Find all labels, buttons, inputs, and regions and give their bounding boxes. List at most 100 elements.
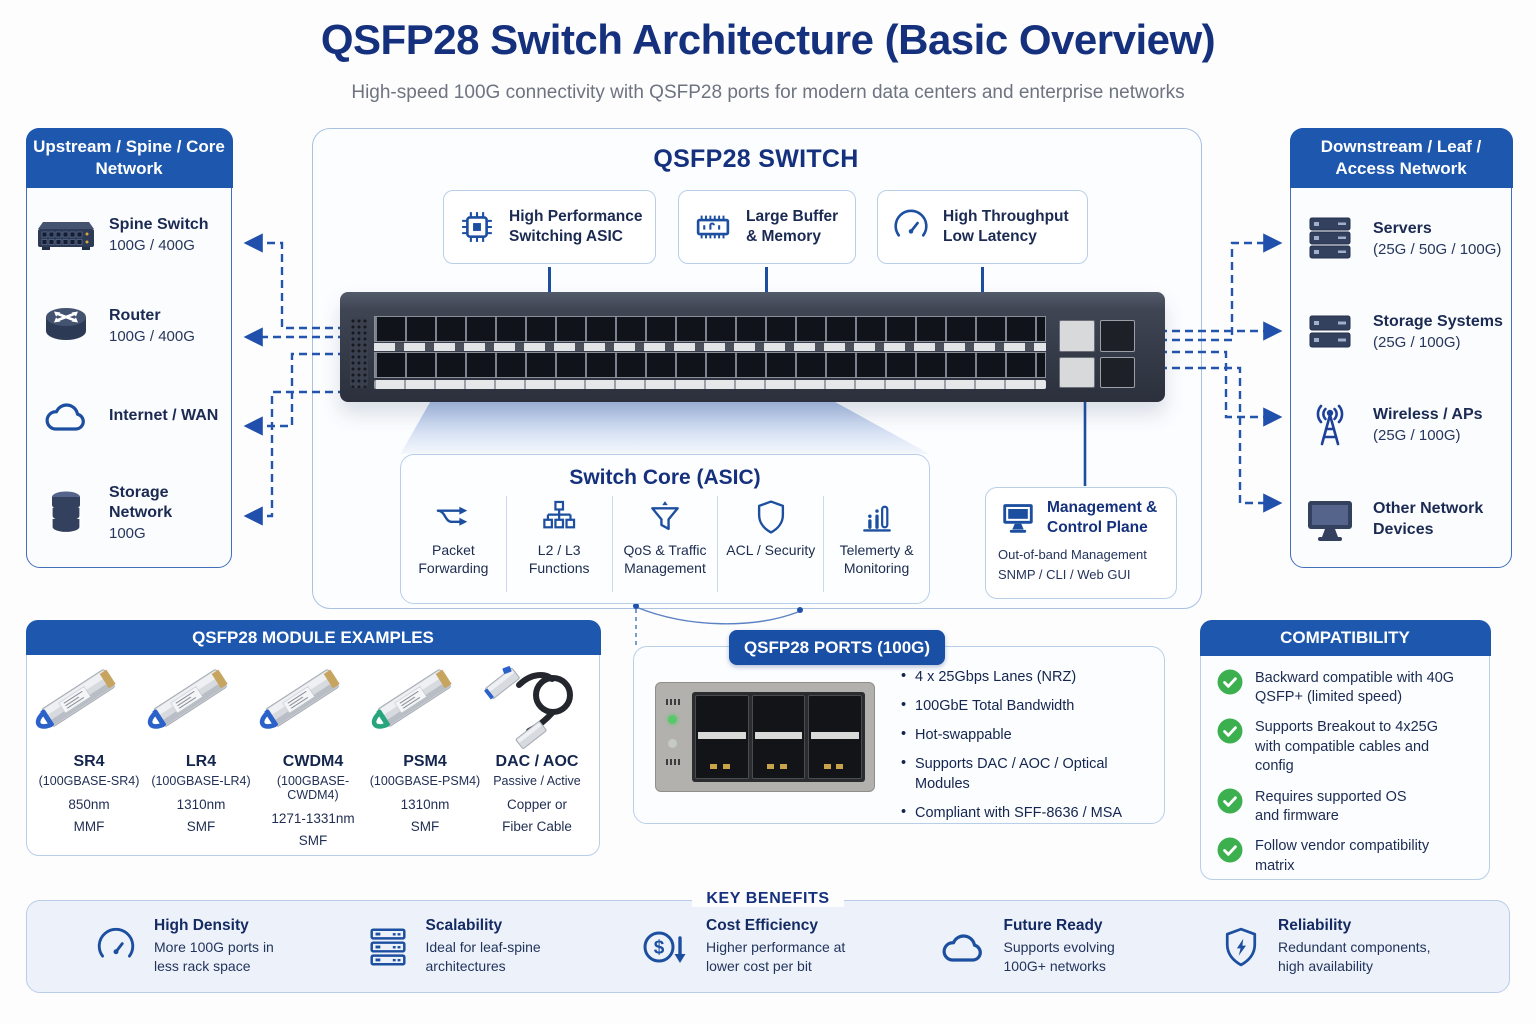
upstream-panel-title: Upstream / Spine / Core Network: [25, 127, 233, 189]
ports-bullet-list: 4 x 25Gbps Lanes (NRZ) 100GbE Total Band…: [900, 667, 1162, 833]
port-label-strip: [374, 343, 1046, 351]
device-subtitle: (25G / 50G / 100G): [1373, 240, 1502, 258]
gauge-icon: [890, 206, 932, 248]
ports-bullet: 100GbE Total Bandwidth: [900, 696, 1162, 717]
compatibility-item: Follow vendor compatibility matrix: [1217, 837, 1475, 876]
sfp-port: [1099, 356, 1135, 388]
feature-throughput-latency: High Throughput Low Latency: [877, 190, 1088, 264]
list-item: Other Network Devices: [1297, 496, 1505, 544]
module-sr4: SR4 (100GBASE-SR4) 850nm MMF: [33, 659, 145, 848]
page-subtitle: High-speed 100G connectivity with QSFP28…: [351, 82, 1185, 103]
key-benefits-title: KEY BENEFITS: [0, 890, 1536, 908]
mgmt-sub-line: SNMP / CLI / Web GUI: [998, 566, 1131, 582]
desktop-icon: [1297, 496, 1363, 544]
list-item: Storage Systems (25G / 100G): [1297, 310, 1505, 354]
module-psm4: PSM4 (100GBASE-PSM4) 1310nm SMF: [369, 659, 481, 848]
racks-icon: [365, 924, 411, 970]
check-icon: [1217, 837, 1243, 863]
device-subtitle: 100G: [109, 525, 146, 543]
router-icon: [33, 302, 99, 350]
status-led-gray: [668, 739, 677, 748]
status-led-green: [668, 715, 677, 724]
arrow-down: [981, 267, 984, 294]
list-item: Spine Switch 100G / 400G: [33, 213, 225, 257]
switch-core-title: Switch Core (ASIC): [569, 466, 761, 489]
dac-cable-image: [481, 659, 593, 753]
feature-label: & Memory: [746, 228, 821, 245]
port-number-strip: [374, 380, 1046, 389]
database-icon: [33, 488, 99, 538]
qsfp28-cage-image: [655, 682, 875, 792]
module-examples-box: QSFP28 MODULE EXAMPLES SR4 (100GBASE-SR4…: [25, 619, 601, 856]
servers-icon: [1297, 213, 1363, 265]
feature-label: Low Latency: [943, 228, 1037, 245]
device-title: Servers: [1373, 219, 1432, 237]
device-subtitle: (25G / 100G): [1373, 426, 1461, 444]
shield-icon: [751, 498, 791, 536]
qos-funnel-icon: [645, 498, 685, 536]
module-cwdm4: CWDM4 (100GBASE-CWDM4) 1271-1331nm SMF: [257, 659, 369, 848]
cloud-icon: [937, 926, 989, 968]
feature-label: Large Buffer: [746, 207, 839, 225]
panel-marking: [666, 699, 682, 705]
arrow-down: [765, 267, 768, 294]
feature-label: High Performance: [509, 207, 643, 225]
module-lr4: LR4 (100GBASE-LR4) 1310nm SMF: [145, 659, 257, 848]
rj45-port: [1059, 320, 1095, 352]
transceiver-image: [369, 659, 481, 753]
mgmt-sub-line: Out-of-band Management: [998, 546, 1147, 562]
downstream-panel: Downstream / Leaf / Access Network Serve…: [1289, 127, 1513, 568]
cloud-icon: [33, 395, 99, 437]
compatibility-title: COMPATIBILITY: [1199, 619, 1491, 656]
management-control-plane-box: Management &Control Plane Out-of-band Ma…: [985, 487, 1177, 599]
transceiver-image: [145, 659, 257, 753]
device-title: Spine Switch: [109, 215, 209, 233]
shield-bolt-icon: [1219, 924, 1263, 970]
device-subtitle: (25G / 100G): [1373, 333, 1461, 351]
list-item: Storage Network 100G: [33, 483, 225, 544]
arrow-down: [548, 267, 551, 294]
compatibility-item: Requires supported OS and firmware: [1217, 788, 1475, 827]
spine-switch-icon: [33, 213, 99, 257]
compatibility-item: Backward compatible with 40G QSFP+ (limi…: [1217, 669, 1475, 708]
sfp-port: [1099, 320, 1135, 352]
ports-bullet: Compliant with SFF-8636 / MSA: [900, 803, 1162, 824]
device-subtitle: 100G / 400G: [109, 236, 195, 254]
device-title: Storage Network: [109, 483, 173, 522]
page-title: QSFP28 Switch Architecture (Basic Overvi…: [320, 16, 1216, 63]
core-item-acl-security: ACL / Security: [717, 496, 823, 592]
cage-area: [692, 692, 865, 782]
qsfp-cage: [695, 695, 749, 779]
qsfp28-port-rows: [374, 316, 1046, 392]
chip-icon: [456, 206, 498, 248]
compatibility-box: COMPATIBILITY Backward compatible with 4…: [1199, 619, 1491, 880]
zoom-beam: [400, 402, 930, 454]
device-title: Router: [109, 307, 161, 325]
wireless-antenna-icon: [1297, 399, 1363, 451]
list-item: Wireless / APs (25G / 100G): [1297, 399, 1505, 451]
telemetry-bars-icon: [857, 498, 897, 536]
management-ports: [1059, 320, 1135, 388]
device-title: Wireless / APs: [1373, 405, 1483, 423]
list-item: Servers (25G / 50G / 100G): [1297, 213, 1505, 265]
list-item: Router 100G / 400G: [33, 302, 225, 350]
device-title: Other Network Devices: [1373, 500, 1484, 538]
ports-bullet: Supports DAC / AOC / Optical Modules: [900, 754, 1162, 794]
device-title: Storage Systems: [1373, 312, 1503, 330]
packet-forwarding-icon: [433, 498, 473, 536]
upstream-panel: Upstream / Spine / Core Network Spine Sw…: [25, 127, 233, 568]
transceiver-image: [257, 659, 369, 753]
feature-label: Switching ASIC: [509, 228, 623, 245]
gauge-icon: [93, 924, 139, 970]
device-title: Internet / WAN: [109, 407, 219, 425]
transceiver-image: [33, 659, 145, 753]
list-item: Internet / WAN: [33, 395, 225, 437]
core-item-telemetry: Telemerty &Monitoring: [823, 496, 929, 592]
